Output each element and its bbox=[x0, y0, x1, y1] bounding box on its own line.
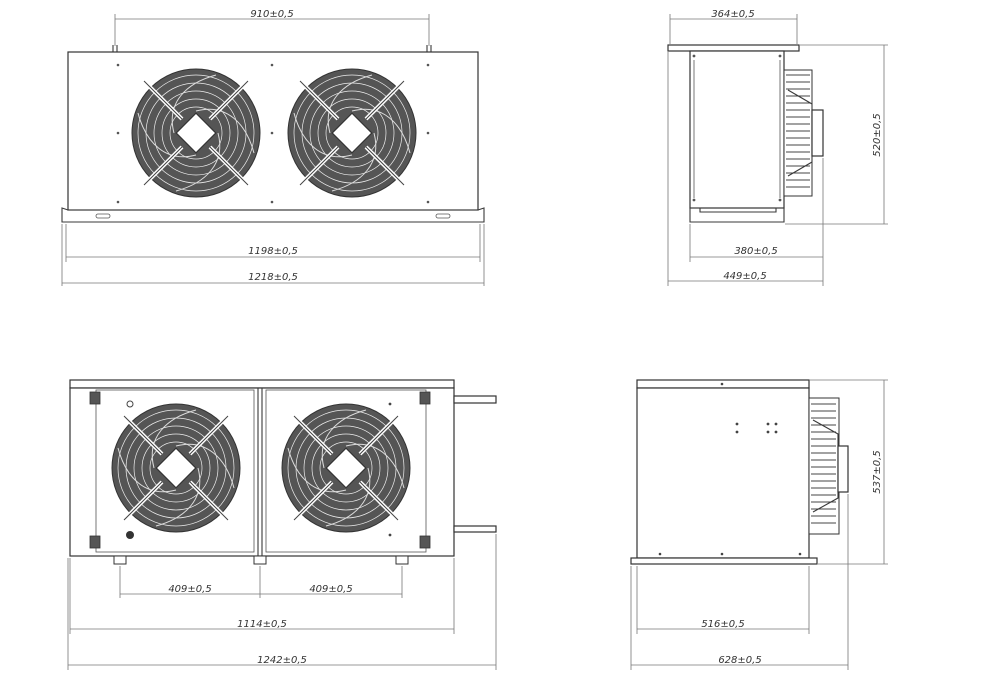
top-side-view: 364±0,5 520±0,5 380±0,5 449±0,5 bbox=[667, 9, 888, 286]
dim-label: 1218±0,5 bbox=[248, 272, 298, 283]
bottom-side-view: 537±0,5 516±0,5 628±0,5 bbox=[630, 379, 888, 670]
dim-label: 364±0,5 bbox=[711, 9, 754, 20]
dim-label: 1242±0,5 bbox=[257, 655, 307, 666]
top-front-view: 910±0,5 1198±0,5 1218±0,5 bbox=[61, 9, 485, 286]
dim-label: 449±0,5 bbox=[723, 271, 766, 282]
dim-label: 1114±0,5 bbox=[237, 619, 287, 630]
dim-label: 628±0,5 bbox=[718, 655, 761, 666]
dim-label: 409±0,5 bbox=[168, 584, 211, 595]
fan-icon bbox=[286, 67, 418, 199]
dim-label: 1198±0,5 bbox=[248, 246, 298, 257]
dim-label: 409±0,5 bbox=[309, 584, 352, 595]
dim-label: 520±0,5 bbox=[872, 113, 883, 156]
dim-label: 537±0,5 bbox=[872, 450, 883, 493]
dim-label: 910±0,5 bbox=[250, 9, 293, 20]
dim-label: 516±0,5 bbox=[701, 619, 744, 630]
fan-icon bbox=[110, 402, 242, 534]
fan-icon bbox=[130, 67, 262, 199]
fan-icon bbox=[280, 402, 412, 534]
bottom-front-view: 409±0,5 409±0,5 1114±0,5 1242±0,5 bbox=[67, 379, 497, 670]
dim-label: 380±0,5 bbox=[734, 246, 777, 257]
